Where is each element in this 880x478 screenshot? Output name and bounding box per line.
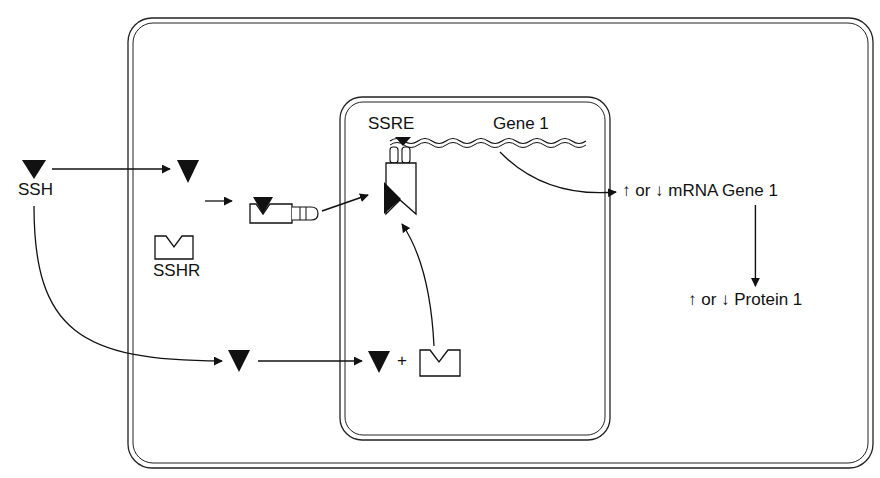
- gene-label: Gene 1: [493, 114, 549, 134]
- binding-arrow: [402, 224, 434, 346]
- bound-hormone: [253, 197, 273, 214]
- element-label: SSRE: [368, 114, 414, 134]
- transcription-arrow: [500, 152, 616, 193]
- nuclear-entry-arrow: [258, 360, 362, 361]
- receptor-complex: [250, 204, 292, 223]
- receptor-symbol: [153, 234, 195, 261]
- node-text: ↑ or ↓ Protein 1: [688, 290, 802, 310]
- entry-arrow: [52, 168, 170, 169]
- mrna-node: ↑ or ↓ mRNA Gene 1: [622, 181, 778, 201]
- connector-arrow: [755, 205, 756, 286]
- hormone-triangle: [368, 351, 390, 373]
- receptor-tail-line: [300, 207, 301, 220]
- bound-hormone: [384, 182, 401, 214]
- gene-dna: [390, 139, 586, 144]
- hormone-triangle: [228, 350, 250, 372]
- hormone-symbol: [18, 158, 48, 180]
- receptor-tail: [292, 207, 318, 220]
- gene-dna-strand: [390, 143, 586, 148]
- binding-arrow: [205, 200, 232, 201]
- plus-sign: +: [397, 351, 407, 371]
- dna-binding-finger: [402, 147, 410, 163]
- protein-node: ↑ or ↓ Protein 1: [688, 290, 802, 310]
- nucleus-membrane: [340, 97, 610, 440]
- node-text: ↑ or ↓ mRNA Gene 1: [622, 181, 778, 201]
- receptor-tail-line: [306, 207, 307, 220]
- hormone-node: SSH: [18, 158, 53, 200]
- translocation-arrow: [322, 195, 368, 211]
- entry-arrow: [34, 206, 222, 361]
- dna-binding-finger: [390, 147, 398, 163]
- hormone-triangle: [22, 160, 46, 179]
- node-text: SSHR: [153, 261, 200, 281]
- response-element-mark: [395, 137, 411, 146]
- node-text: SSH: [18, 180, 53, 200]
- cell-membrane: [128, 18, 873, 468]
- nuclear-receptor-free: [420, 350, 460, 376]
- receptor-node: SSHR: [153, 234, 200, 281]
- cell-membrane-inner: [133, 23, 868, 463]
- nucleus-membrane-inner: [345, 102, 605, 435]
- hormone-triangle: [177, 160, 199, 183]
- receptor-shape: [155, 236, 193, 259]
